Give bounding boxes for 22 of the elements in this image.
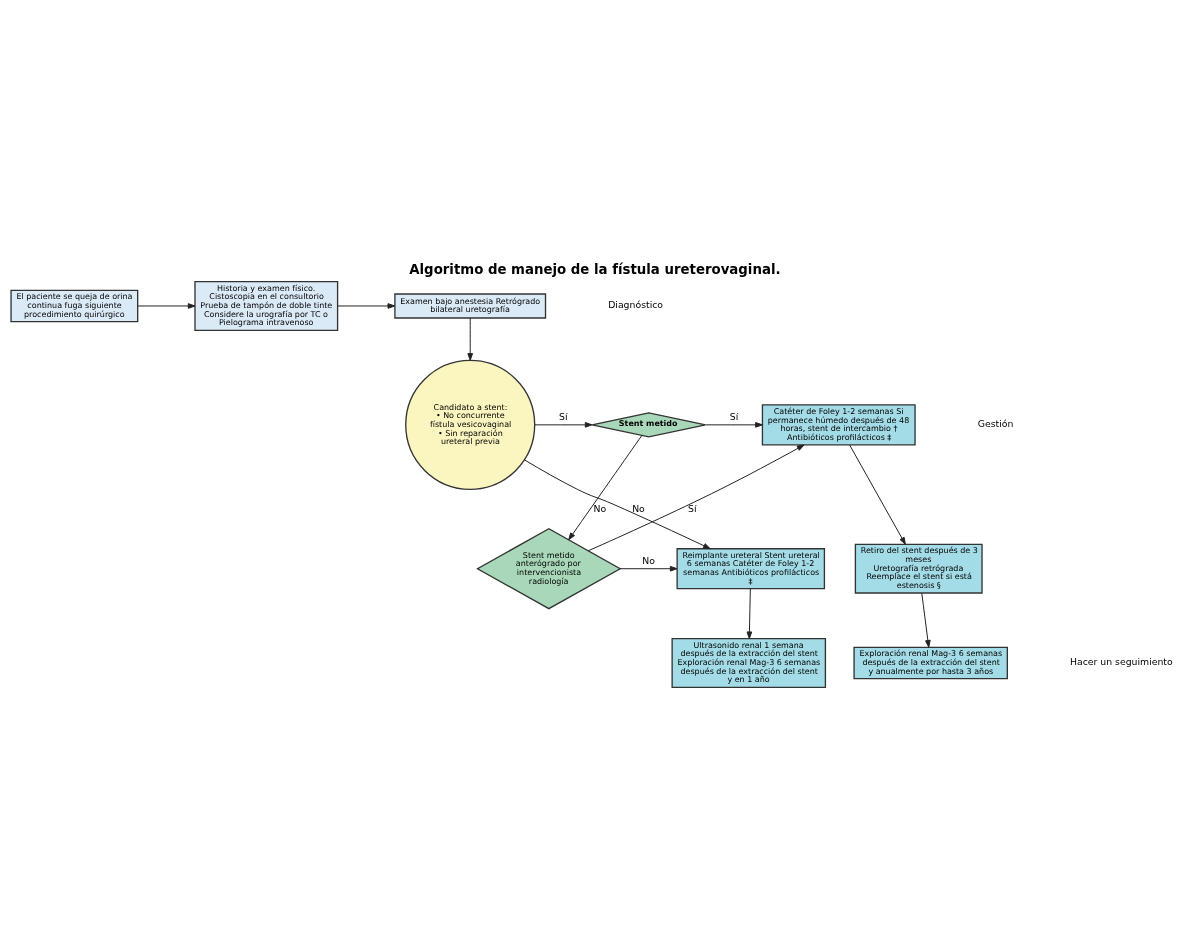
arrow xyxy=(568,434,643,540)
arrow xyxy=(746,587,753,639)
diagram-title: Algoritmo de manejo de la fístula ureterovaginal. xyxy=(409,261,781,277)
arrow xyxy=(587,444,805,551)
label: Hacer un seguimiento xyxy=(1069,655,1173,667)
arrow xyxy=(467,317,474,361)
arrow xyxy=(849,444,906,545)
edge-label: No xyxy=(593,502,607,514)
label: Diagnóstico xyxy=(608,298,664,310)
arrow xyxy=(921,592,931,648)
edge-label: No xyxy=(632,502,645,514)
edge-label: Sí xyxy=(688,502,697,514)
label: Gestión xyxy=(977,417,1014,429)
edge-label: Sí xyxy=(729,410,739,422)
arrow xyxy=(137,302,196,309)
arrow xyxy=(705,421,763,428)
arrow xyxy=(524,458,711,549)
edge-label: Sí xyxy=(559,410,568,422)
arrow xyxy=(337,302,396,309)
edge-label: No xyxy=(642,554,655,566)
arrow xyxy=(619,565,678,572)
arrow xyxy=(534,421,593,428)
